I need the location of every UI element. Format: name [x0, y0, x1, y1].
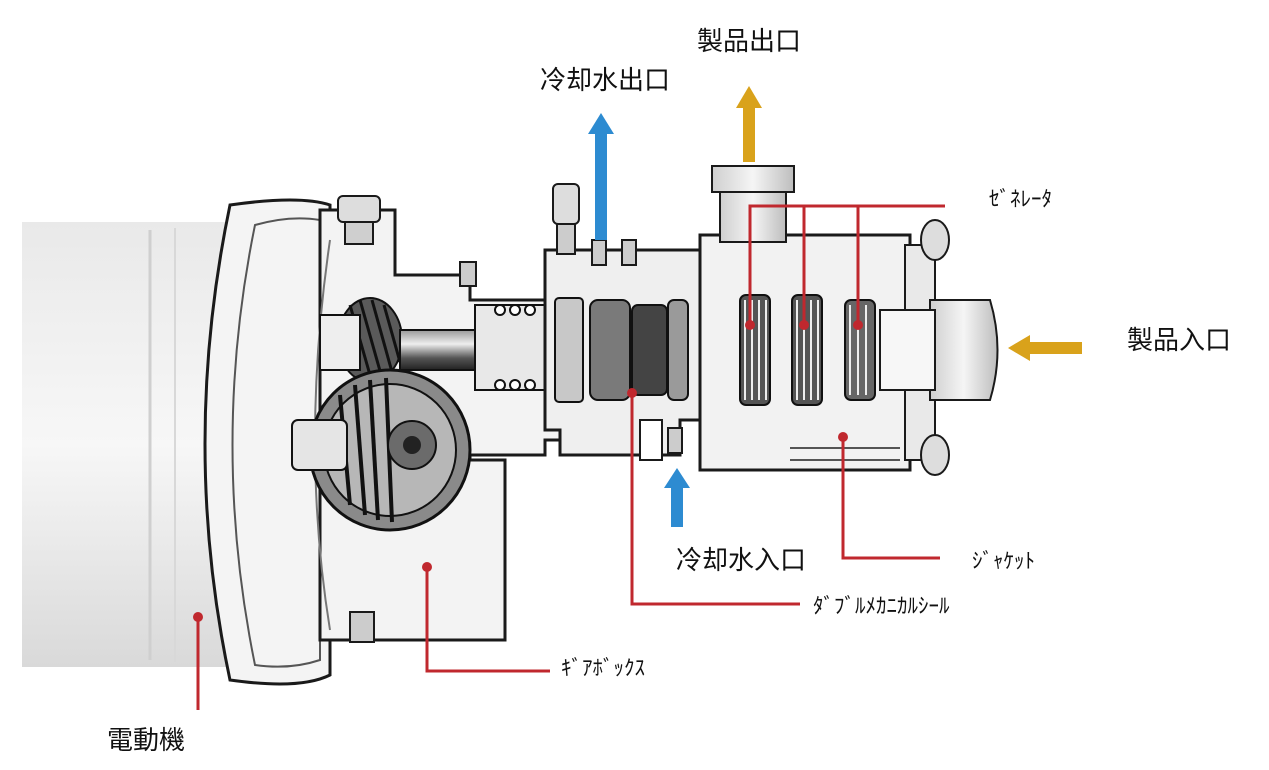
product-outlet-label: 製品出口 — [697, 27, 802, 57]
jacket-label: ｼﾞｬｹｯﾄ — [972, 549, 1035, 573]
motor-label: 電動機 — [107, 726, 186, 756]
double-mechanical-seal — [554, 297, 689, 403]
generator-rotor-1 — [739, 294, 771, 406]
wheel-gear — [291, 368, 472, 532]
coolant-inlet-label: 冷却水入口 — [676, 546, 807, 576]
product-inlet-label: 製品入口 — [1127, 326, 1232, 356]
motor-flange — [203, 198, 332, 686]
double-mechanical-seal-label: ﾀﾞﾌﾞﾙﾒｶﾆｶﾙｼｰﾙ — [813, 594, 950, 618]
coolant-outlet-label: 冷却水出口 — [540, 66, 671, 96]
product-inlet-arrow — [1008, 335, 1082, 361]
generator-rotor-2 — [791, 294, 823, 406]
leader-seal — [627, 388, 800, 606]
coolant-inlet-arrow — [664, 468, 690, 527]
generator-rotor-3 — [844, 299, 876, 401]
coolant-outlet-arrow — [588, 113, 614, 240]
leader-jacket — [838, 432, 940, 560]
leader-generator — [745, 204, 945, 330]
leader-gearbox — [422, 562, 550, 673]
gearbox-label: ｷﾞｱﾎﾞｯｸｽ — [561, 656, 645, 680]
generator-label: ｾﾞﾈﾚｰﾀ — [989, 187, 1052, 211]
product-outlet-port — [711, 165, 795, 243]
product-outlet-arrow — [736, 86, 762, 162]
leader-motor — [193, 612, 203, 710]
product-inlet-port — [879, 299, 999, 401]
